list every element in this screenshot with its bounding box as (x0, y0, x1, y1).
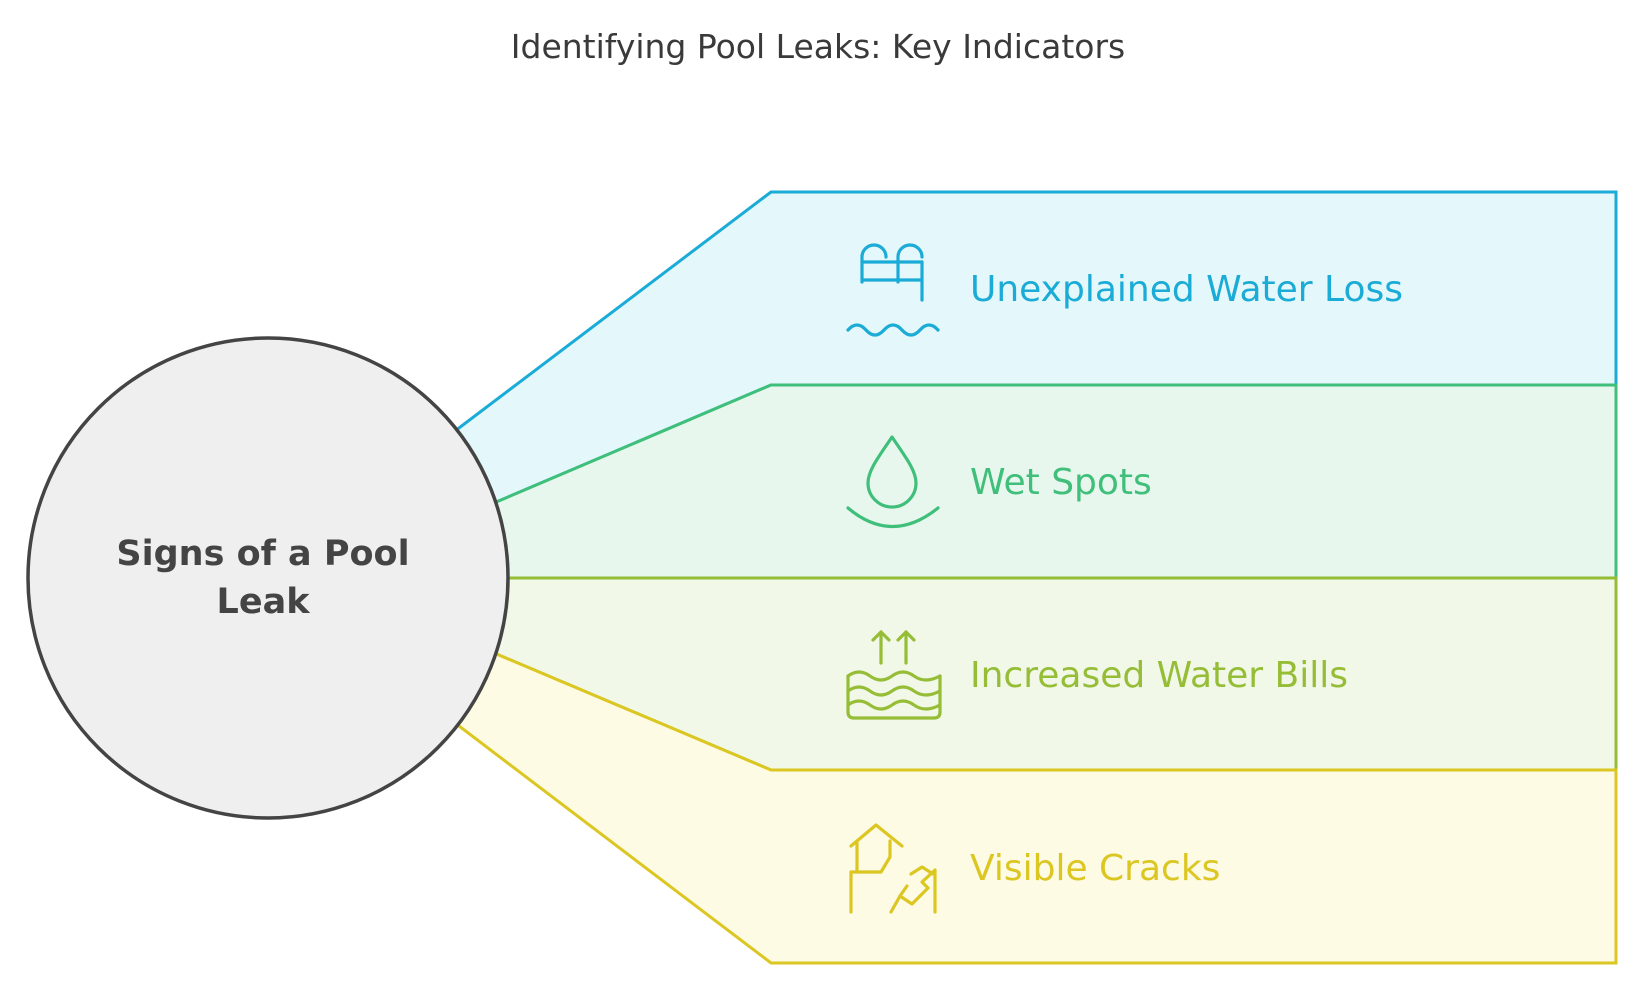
rising-water-icon (846, 630, 942, 720)
cracked-house-icon (849, 823, 937, 914)
indicator-label: Unexplained Water Loss (970, 269, 1403, 310)
center-label-line2: Leak (217, 582, 311, 622)
pool-ladder-icon (846, 243, 940, 337)
center-circle (26, 336, 510, 820)
center-node: Signs of a Pool Leak (26, 336, 510, 820)
indicator-band-visible-cracks: Visible Cracks (452, 650, 1618, 965)
water-drop-icon (846, 435, 940, 528)
center-label-line1: Signs of a Pool (116, 534, 409, 574)
indicator-band-increased-water-bills: Increased Water Bills (492, 576, 1618, 772)
indicator-label: Visible Cracks (970, 848, 1220, 889)
indicator-band-unexplained-water-loss: Unexplained Water Loss (452, 190, 1618, 506)
indicator-label: Increased Water Bills (970, 655, 1348, 696)
indicator-label: Wet Spots (970, 462, 1152, 503)
diagram-title: Identifying Pool Leaks: Key Indicators (511, 27, 1125, 66)
